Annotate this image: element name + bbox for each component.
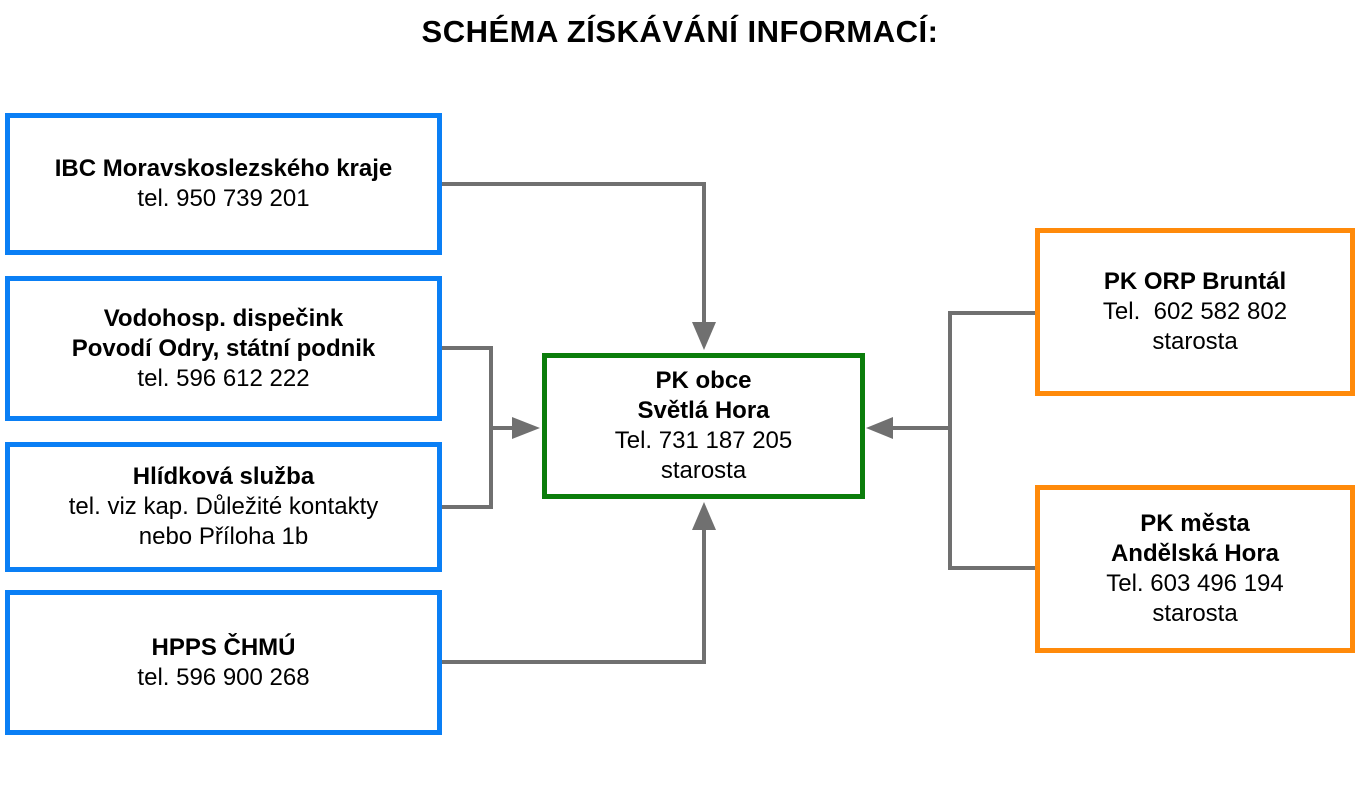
node-mesta-role: starosta bbox=[1152, 600, 1238, 627]
arrowhead-left bbox=[512, 417, 540, 439]
diagram-title: SCHÉMA ZÍSKÁVÁNÍ INFORMACÍ: bbox=[421, 14, 939, 49]
node-hlid-detail-line2: nebo Příloha 1b bbox=[138, 523, 309, 550]
node-vodo-name-line1: Vodohosp. dispečink bbox=[103, 304, 344, 332]
node-orp-phone: Tel. 602 582 802 bbox=[1102, 298, 1288, 325]
node-hlidkova-sluzba: Hlídková služba tel. viz kap. Důležité k… bbox=[5, 442, 442, 572]
node-mesta-name-line1: PK města bbox=[1140, 510, 1250, 537]
arrowhead-right bbox=[866, 417, 893, 439]
node-ibc-name: IBC Moravskoslezského kraje bbox=[54, 155, 393, 182]
node-pk-obce-svetla-hora: PK obce Světlá Hora Tel. 731 187 205 sta… bbox=[542, 353, 865, 499]
arrowhead-top bbox=[692, 322, 716, 350]
node-vodo-name-line2: Povodí Odry, státní podnik bbox=[71, 334, 376, 362]
arrowhead-bottom bbox=[692, 502, 716, 530]
node-center-role: starosta bbox=[660, 457, 747, 484]
node-vodohosp-dispecink: Vodohosp. dispečink Povodí Odry, státní … bbox=[5, 276, 442, 421]
node-center-phone: Tel. 731 187 205 bbox=[614, 427, 793, 454]
node-pk-mesta-andelska-hora: PK města Andělská Hora Tel. 603 496 194 … bbox=[1035, 485, 1355, 653]
connector-vodo-bracket bbox=[442, 346, 493, 509]
node-mesta-name-line2: Andělská Hora bbox=[1110, 540, 1280, 567]
node-hpps-phone: tel. 596 900 268 bbox=[137, 663, 310, 691]
connector-hpps-to-center bbox=[442, 530, 706, 664]
node-pk-orp-bruntal: PK ORP Bruntál Tel. 602 582 802 starosta bbox=[1035, 228, 1355, 396]
connector-ibc-to-center bbox=[442, 182, 706, 322]
node-hpps-chmu: HPPS ČHMÚ tel. 596 900 268 bbox=[5, 590, 442, 735]
node-hlid-name: Hlídková služba bbox=[132, 463, 315, 490]
node-center-name-line2: Světlá Hora bbox=[637, 397, 770, 424]
node-ibc-moravskoslezskeho-kraje: IBC Moravskoslezského kraje tel. 950 739… bbox=[5, 113, 442, 255]
node-orp-name: PK ORP Bruntál bbox=[1103, 268, 1287, 295]
node-ibc-phone: tel. 950 739 201 bbox=[137, 185, 310, 212]
node-mesta-phone: Tel. 603 496 194 bbox=[1106, 570, 1284, 597]
node-center-name-line1: PK obce bbox=[655, 367, 752, 394]
node-vodo-phone: tel. 596 612 222 bbox=[137, 364, 310, 392]
node-hpps-name: HPPS ČHMÚ bbox=[151, 633, 296, 661]
node-hlid-detail-line1: tel. viz kap. Důležité kontakty bbox=[68, 493, 379, 520]
connector-right-bracket bbox=[948, 311, 1035, 570]
node-orp-role: starosta bbox=[1152, 328, 1238, 355]
